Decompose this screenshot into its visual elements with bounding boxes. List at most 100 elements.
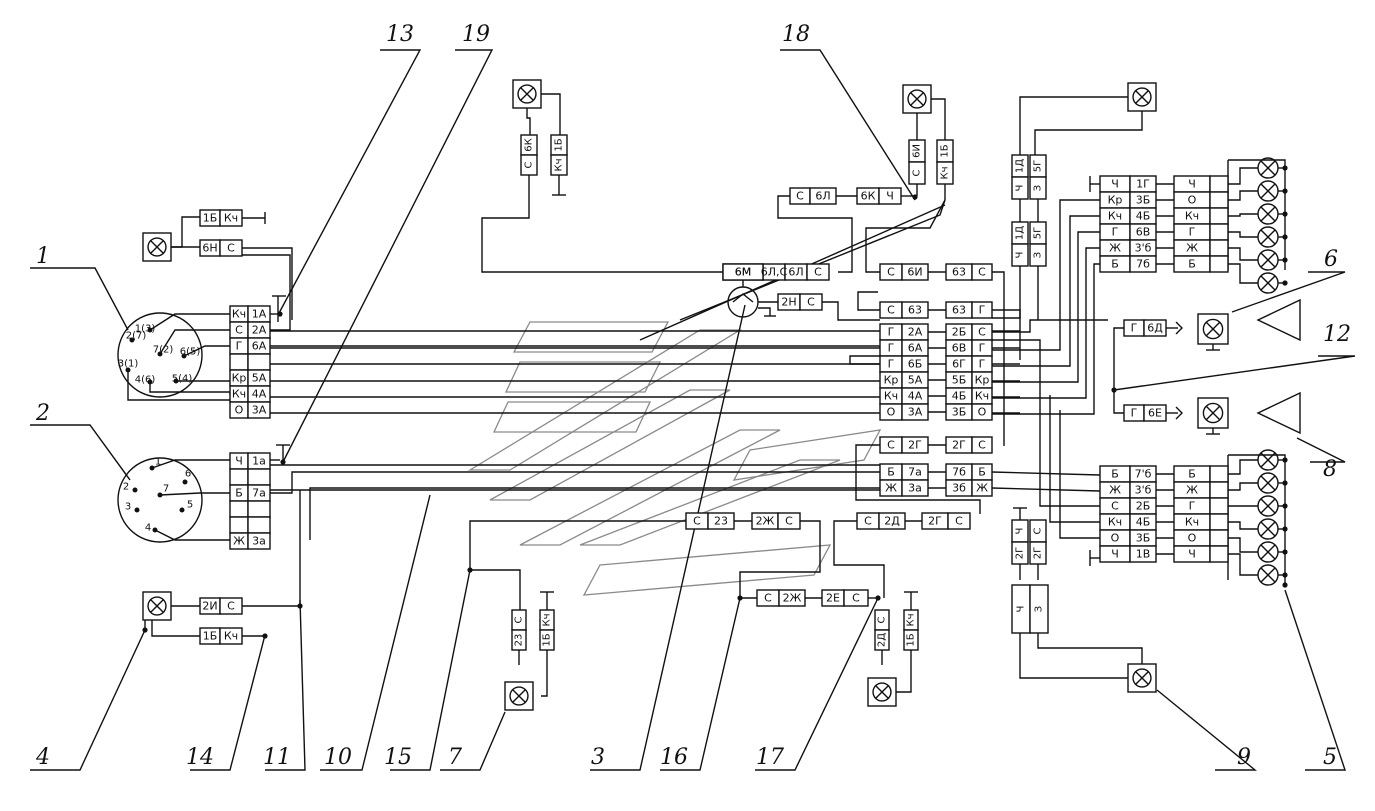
terminal-label: Кч [224, 630, 238, 643]
terminal-label: Ч [1188, 548, 1196, 561]
terminal-label: Кч [975, 390, 989, 403]
pin-label: 2(7) [126, 331, 147, 342]
terminal-label: Г [888, 358, 895, 371]
terminal-label: Кр [884, 374, 899, 387]
terminal-label: 5А [908, 374, 923, 387]
terminal-label: Б [1188, 468, 1196, 481]
terminal-label: 6М [735, 266, 752, 279]
terminal-label: Г [888, 342, 895, 355]
lamp-icon [147, 596, 167, 616]
terminal-label: 2Б [1136, 500, 1151, 513]
callout-11: 11 [263, 745, 291, 770]
terminal-label: Кч [906, 613, 917, 626]
lamp-icon [1202, 318, 1224, 340]
pin-label: 1(3) [135, 324, 156, 335]
lamp-icon [517, 84, 537, 104]
terminal-label: 4Б [952, 390, 967, 403]
terminal-label: Б [978, 466, 986, 479]
terminal-label: 6М [735, 266, 752, 279]
callout-12: 12 [1323, 322, 1351, 347]
terminal-label: Г [1189, 226, 1196, 239]
terminal-label: Г [1189, 500, 1196, 513]
terminal-label: Кр [975, 374, 990, 387]
terminal-cell [520, 154, 538, 176]
terminal-cell [1011, 176, 1029, 200]
terminal-label: 63 [908, 304, 922, 317]
triangle-icon [1256, 298, 1301, 342]
junction-dot [277, 311, 283, 317]
pin-label: 1 [155, 457, 161, 468]
terminal-cell [247, 353, 271, 371]
terminal-label: С [887, 304, 895, 317]
terminal-label: О [887, 406, 896, 419]
terminal-label: Б [1188, 258, 1196, 271]
terminal-label: С [978, 439, 986, 452]
lamp-icon [1257, 472, 1279, 494]
terminal-label: Ч [886, 190, 894, 203]
terminal-cell [809, 187, 837, 205]
terminal-label: С [807, 296, 815, 309]
terminal-cell [874, 629, 890, 651]
terminal-label: Г [979, 304, 986, 317]
terminal-label: Г [888, 326, 895, 339]
terminal-label: С [814, 266, 822, 279]
callout-18: 18 [782, 22, 810, 47]
terminal-cell [1011, 243, 1029, 267]
lamp-icon [1257, 564, 1279, 586]
terminal-label: 3Б [1136, 194, 1151, 207]
lamp-icon [1257, 518, 1279, 540]
callout-8: 8 [1323, 457, 1337, 482]
terminal-label: Ж [1109, 484, 1121, 497]
lamp-icon [1257, 272, 1279, 294]
terminal-label: 5Г [1033, 227, 1044, 239]
terminal-cell [219, 209, 243, 227]
terminal-cell [777, 512, 801, 530]
terminal-label: С [235, 324, 243, 337]
callout-5: 5 [1323, 745, 1337, 770]
terminal-label: С [877, 616, 888, 623]
terminal-label: 1Б [906, 633, 917, 646]
terminal-label: 1В [1136, 548, 1151, 561]
terminal-label: 3А [252, 404, 267, 417]
terminal-label: 4А [252, 388, 267, 401]
terminal-label: С [785, 515, 793, 528]
terminal-cell [1209, 207, 1229, 225]
terminal-cell [878, 512, 906, 530]
terminal-cell [901, 301, 929, 319]
terminal-label: Г [1131, 322, 1138, 335]
terminal-cell [936, 161, 954, 185]
terminal-label: С [887, 439, 895, 452]
triangle-icon [1256, 391, 1301, 435]
terminal-label: Кч [542, 613, 553, 626]
terminal-cell [971, 403, 993, 421]
terminal-cell [901, 436, 929, 454]
terminal-cell [1029, 243, 1047, 267]
terminal-cell [799, 293, 823, 311]
terminal-label: С [852, 592, 860, 605]
callout-19: 19 [462, 22, 490, 47]
terminal-cell [1209, 239, 1229, 257]
terminal-cell [878, 187, 902, 205]
terminal-cell [901, 263, 929, 281]
terminal-label: 2Г [952, 439, 966, 452]
lamp-icon [147, 237, 167, 257]
terminal-label: Ж [1109, 242, 1121, 255]
lamp-icon [907, 89, 927, 109]
terminal-label: Б [1111, 468, 1119, 481]
terminal-label: 2Н [781, 296, 796, 309]
terminal-label: З [1033, 185, 1044, 191]
terminal-cell [843, 589, 869, 607]
terminal-cell [1011, 541, 1029, 565]
terminal-cell [539, 629, 555, 651]
terminal-cell [1209, 175, 1229, 193]
terminal-label: 6Л,С [761, 266, 788, 279]
pin-label: 4 [145, 523, 151, 534]
terminal-cell [901, 403, 929, 421]
terminal-label: 5А [252, 372, 267, 385]
pin-label: 6(5) [180, 347, 201, 358]
terminal-label: 3б [952, 482, 966, 495]
terminal-label: 2И [202, 600, 217, 613]
terminal-cell [247, 516, 271, 534]
terminal-label: 3А [908, 406, 923, 419]
